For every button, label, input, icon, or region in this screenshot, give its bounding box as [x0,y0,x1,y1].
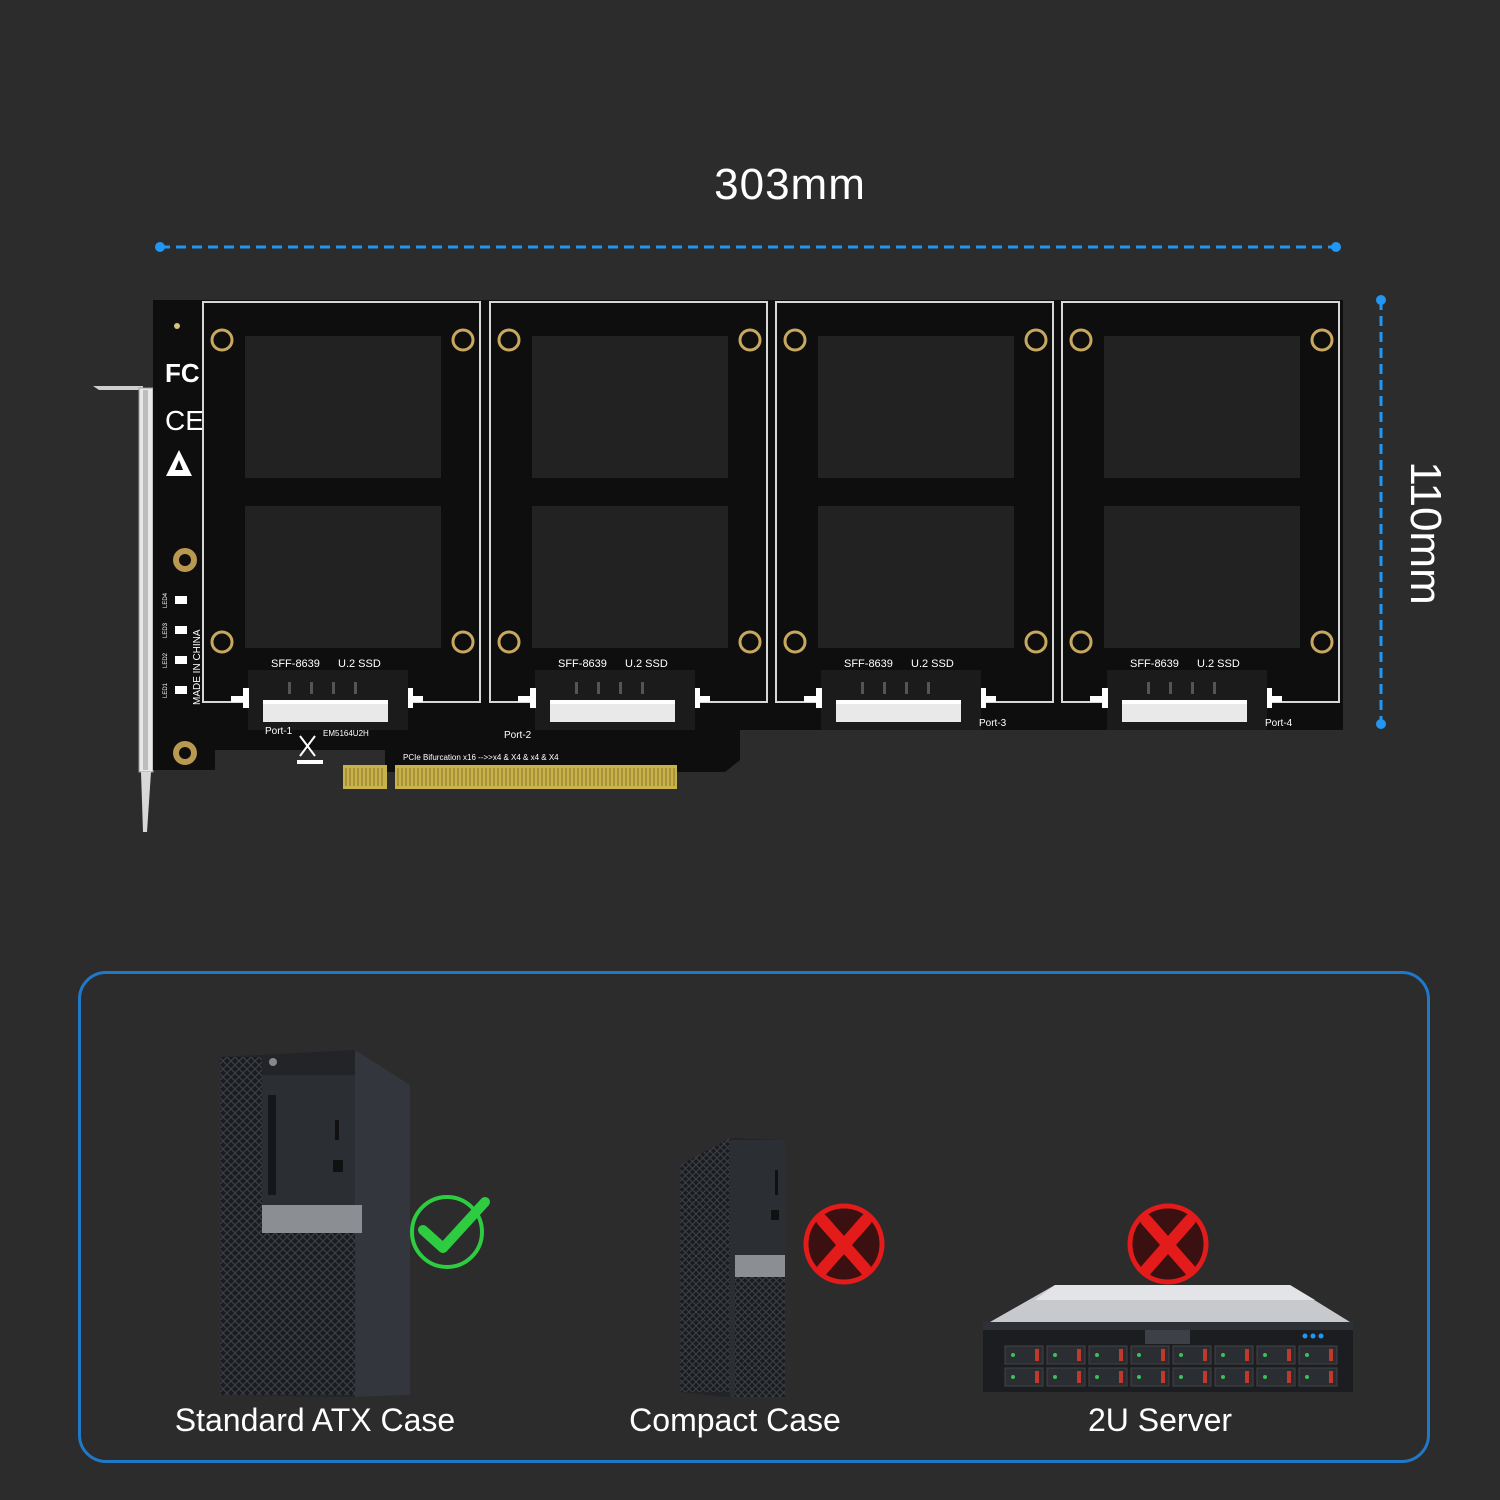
pcie-gold-fingers [343,765,677,789]
cross-icon [803,1203,885,1285]
standard-atx-case-label: Standard ATX Case [174,1402,456,1438]
2u-server-label: 2U Server [1087,1402,1233,1438]
connector-label: SFF-8639 [558,658,607,670]
sff-8639-connector-1 [231,670,423,730]
width-dimension-line [155,242,1341,252]
connector-label: SFF-8639 [1130,658,1179,670]
model-label: EM5164U2H [323,729,369,738]
check-icon [410,1195,490,1269]
ssd-bay-2: SFF-8639 U.2 SSD Port-2 [489,301,768,741]
compact-case-label: Compact Case [629,1402,841,1438]
standard-atx-case-image [220,1050,410,1397]
port-label: Port-4 [1265,718,1293,729]
esd-warning-icon [166,450,192,476]
sff-8639-connector-2 [518,670,710,730]
pci-bracket [93,386,154,832]
ssd-bay-3: SFF-8639 U.2 SSD Port-3 [775,301,1054,730]
led-label: LED4 [163,592,169,608]
compact-case-image [680,1138,785,1398]
ssd-bay-4: SFF-8639 U.2 SSD Port-4 [1061,301,1340,730]
sff-8639-connector-4 [1090,670,1282,730]
ce-mark: CE [165,405,204,436]
led-label: LED1 [163,682,169,698]
height-dimension-line [1376,295,1386,729]
weee-icon [297,735,323,764]
width-dimension-label: 303mm [714,160,866,209]
ssd-type-label: U.2 SSD [1197,658,1240,670]
bifurcation-label: PCIe Bifurcation x16 -->>x4 & X4 & x4 & … [403,753,559,762]
ssd-type-label: U.2 SSD [338,658,381,670]
port-label: Port-2 [504,730,532,741]
port-label: Port-1 [265,726,293,737]
connector-label: SFF-8639 [844,658,893,670]
ssd-bay-1: SFF-8639 U.2 SSD Port-1 [202,301,481,737]
led-label: LED2 [163,652,169,668]
cross-icon [1127,1203,1209,1285]
height-dimension-label: 110mm [1401,461,1450,605]
sff-8639-connector-3 [804,670,996,730]
2u-server-image [983,1285,1353,1392]
ssd-type-label: U.2 SSD [625,658,668,670]
compatibility-panel [78,971,1430,1463]
made-in-label: MADE IN CHINA [192,629,203,705]
connector-label: SFF-8639 [271,658,320,670]
ssd-type-label: U.2 SSD [911,658,954,670]
port-label: Port-3 [979,718,1007,729]
led-label: LED3 [163,622,169,638]
fcc-mark: FC [165,358,200,388]
